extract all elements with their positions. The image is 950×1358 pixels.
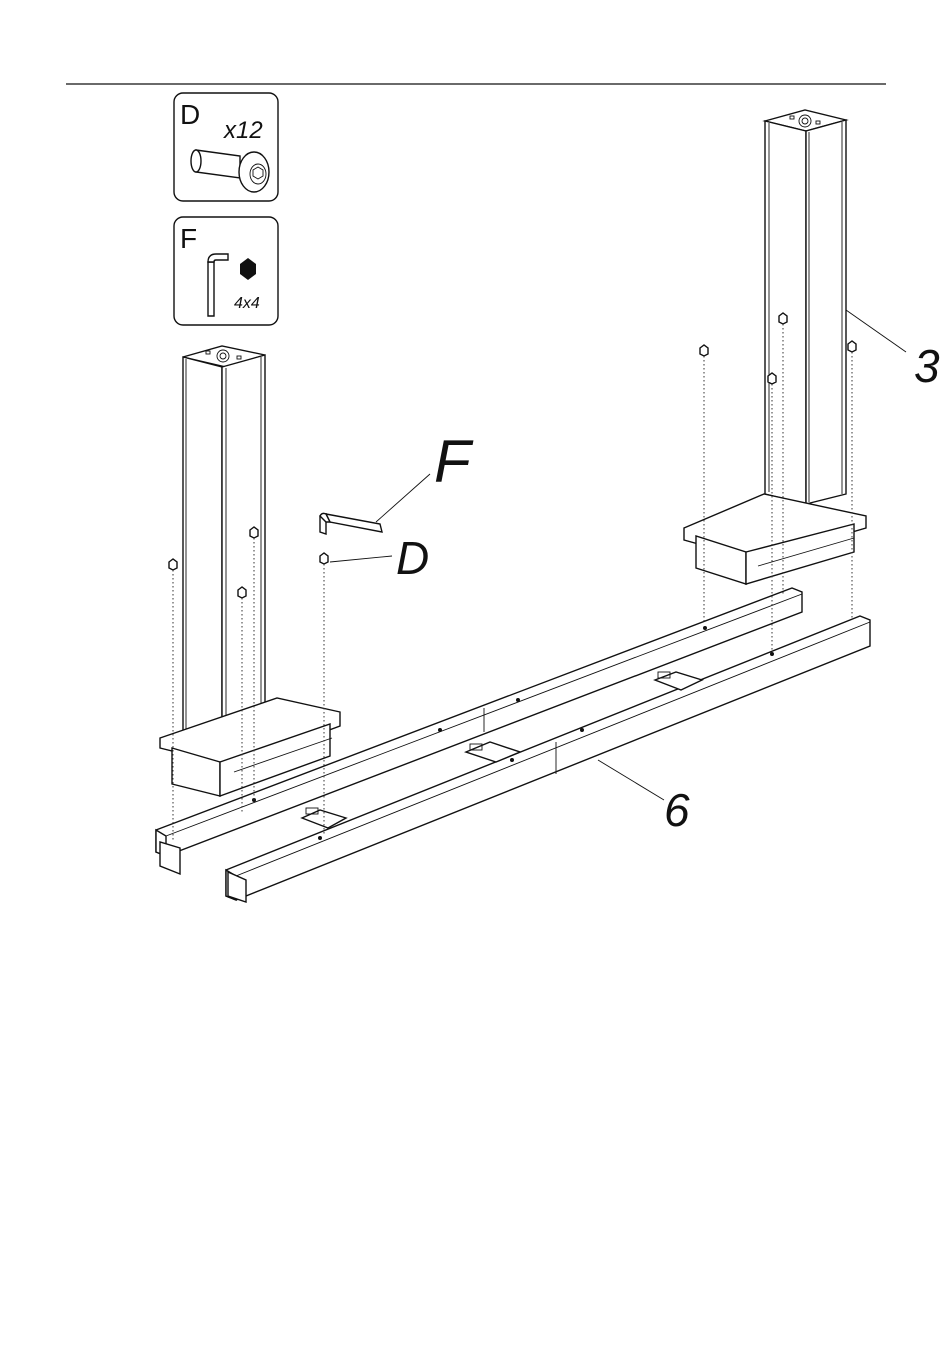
part-f-letter: F: [180, 223, 197, 254]
leader-f: [376, 474, 430, 522]
part-d-qty: x12: [223, 117, 263, 144]
hex-key-loose: [320, 513, 382, 534]
callout-3: 3: [914, 340, 940, 392]
leader-6: [598, 760, 664, 800]
right-leg: [684, 110, 866, 584]
part-f-size: 4x4: [234, 295, 260, 312]
part-box-d: D x12: [174, 93, 278, 201]
part-box-f: F 4x4: [174, 217, 278, 325]
callout-6: 6: [664, 784, 690, 836]
left-leg: [160, 346, 340, 796]
leader-d: [330, 556, 392, 562]
part-d-letter: D: [180, 99, 200, 130]
callout-d: D: [396, 532, 429, 584]
connector-plates: [302, 672, 702, 828]
callout-f: F: [434, 428, 474, 495]
